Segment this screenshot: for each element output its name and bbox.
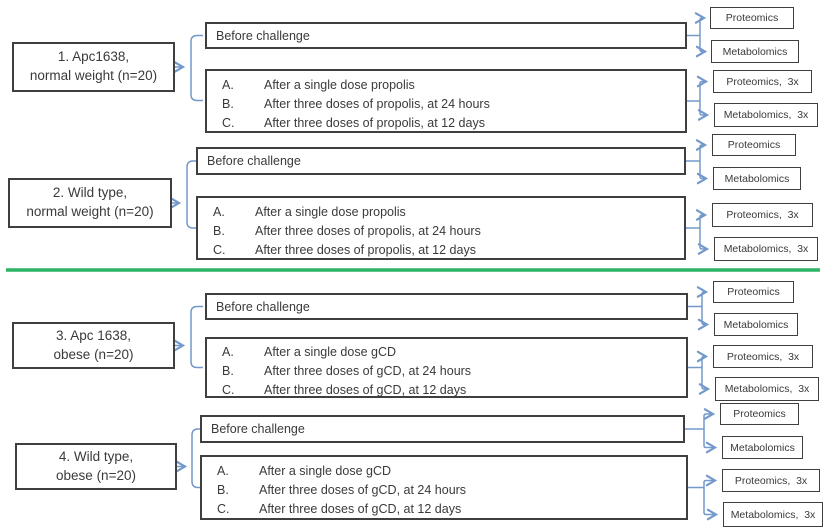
group-3-label-line2: obese (n=20) (53, 346, 134, 362)
group-2-before-box: Before challenge (196, 147, 686, 175)
group-1-before-output-metabolomics: Metabolomics (711, 40, 799, 63)
after-item: C. After three doses of gCD, at 12 days (202, 500, 686, 519)
item-marker: A. (217, 464, 229, 478)
group-4-box: 4. Wild type, obese (n=20) (15, 443, 177, 490)
item-marker: A. (222, 345, 234, 359)
group-4-before-label: Before challenge (211, 422, 305, 436)
group-1-before-output-proteomics: Proteomics (710, 7, 794, 29)
group-1-label-line2: normal weight (n=20) (29, 68, 158, 83)
item-marker: B. (222, 364, 234, 378)
group-3-after-output-metabolomics-3x: Metabolomics, 3x (715, 377, 819, 401)
group-3-after-output-proteomics-3x: Proteomics, 3x (713, 345, 813, 368)
item-marker: C. (222, 116, 235, 130)
group-2-label-line1: 2. Wild type, (52, 185, 128, 201)
group-4-label-line2: obese (n=20) (56, 467, 136, 483)
after-item: A. After a single dose gCD (202, 462, 686, 481)
group-3-after-box: A. After a single dose gCD B. After thre… (205, 337, 688, 398)
item-marker: B. (213, 224, 225, 238)
after-item: C. After three doses of propolis, at 12 … (207, 114, 685, 133)
group-4-after-output-metabolomics-3x: Metabolomics, 3x (723, 502, 823, 527)
item-marker: B. (217, 483, 229, 497)
blue-connectors (169, 12, 719, 521)
after-item: B. After three doses of gCD, at 24 hours (207, 362, 686, 381)
after-item: C. After three doses of propolis, at 12 … (198, 241, 684, 260)
group-2-after-output-metabolomics-3x: Metabolomics, 3x (714, 237, 818, 261)
group-4-label-line1: 4. Wild type, (58, 448, 134, 464)
item-text: After three doses of gCD, at 24 hours (264, 364, 472, 378)
item-text: After three doses of gCD, at 24 hours (259, 483, 467, 497)
item-text: After three doses of propolis, at 24 hou… (255, 224, 481, 238)
group-1-before-box: Before challenge (205, 22, 687, 49)
group-3-label-line1: 3. Apc 1638, (55, 327, 132, 343)
after-item: A. After a single dose propolis (198, 203, 684, 222)
group-2-label-line2: normal weight (n=20) (26, 204, 154, 219)
item-marker: A. (213, 205, 225, 219)
group-1-after-box: A. After a single dose propolis B. After… (205, 69, 687, 133)
group-1-before-label: Before challenge (216, 28, 310, 43)
group-3-before-label: Before challenge (216, 299, 310, 314)
group-4-before-output-proteomics: Proteomics (720, 403, 799, 425)
group-4-after-output-proteomics-3x: Proteomics, 3x (722, 469, 820, 492)
item-marker: A. (222, 78, 234, 92)
group-3-before-box: Before challenge (205, 293, 688, 320)
group-4-before-output-metabolomics: Metabolomics (722, 436, 803, 459)
group-1-label-line1: 1. Apc1638, (57, 49, 130, 65)
group-2-before-output-proteomics: Proteomics (712, 134, 796, 156)
after-item: B. After three doses of gCD, at 24 hours (202, 481, 686, 500)
item-text: After three doses of propolis, at 24 hou… (264, 97, 490, 111)
group-3-box: 3. Apc 1638, obese (n=20) (12, 322, 175, 369)
group-1-after-output-proteomics-3x: Proteomics, 3x (713, 70, 812, 93)
item-marker: B. (222, 97, 234, 111)
item-text: After a single dose propolis (264, 78, 415, 92)
item-text: After three doses of propolis, at 12 day… (255, 243, 476, 257)
item-text: After a single dose gCD (264, 345, 397, 359)
after-item: A. After a single dose propolis (207, 76, 685, 95)
group-2-after-output-proteomics-3x: Proteomics, 3x (712, 203, 813, 227)
group-2-box: 2. Wild type, normal weight (n=20) (8, 178, 172, 228)
group-3-before-output-metabolomics: Metabolomics (714, 313, 798, 336)
item-marker: C. (213, 243, 226, 257)
after-item: B. After three doses of propolis, at 24 … (207, 95, 685, 114)
group-3-before-output-proteomics: Proteomics (713, 281, 794, 303)
item-text: After a single dose gCD (259, 464, 392, 478)
item-text: After three doses of propolis, at 12 day… (264, 116, 485, 130)
group-4-before-box: Before challenge (200, 415, 685, 443)
item-text: After three doses of gCD, at 12 days (259, 502, 462, 516)
group-2-before-output-metabolomics: Metabolomics (713, 167, 801, 190)
group-4-after-box: A. After a single dose gCD B. After thre… (200, 455, 688, 520)
group-1-box: 1. Apc1638, normal weight (n=20) (12, 42, 175, 92)
group-2-after-box: A. After a single dose propolis B. After… (196, 196, 686, 260)
after-item: C. After three doses of gCD, at 12 days (207, 381, 686, 400)
item-text: After a single dose propolis (255, 205, 406, 219)
after-item: B. After three doses of propolis, at 24 … (198, 222, 684, 241)
item-text: After three doses of gCD, at 12 days (264, 383, 467, 397)
group-2-before-label: Before challenge (207, 154, 301, 168)
item-marker: C. (222, 383, 235, 397)
group-1-after-output-metabolomics-3x: Metabolomics, 3x (714, 103, 818, 127)
item-marker: C. (217, 502, 230, 516)
after-item: A. After a single dose gCD (207, 343, 686, 362)
